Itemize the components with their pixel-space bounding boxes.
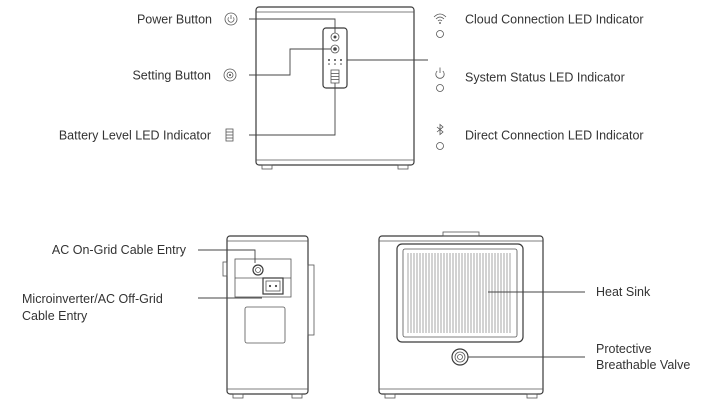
heat-sink	[396, 243, 524, 343]
battery-led-label: Battery Level LED Indicator	[59, 129, 211, 143]
side-foot-left	[232, 393, 244, 399]
ac-on-grid-leader	[198, 249, 256, 263]
back-foot-right	[526, 393, 538, 399]
battery-led-leader	[249, 83, 336, 136]
back-view-body	[378, 235, 544, 395]
side-view-body	[226, 235, 309, 395]
panel-status-leds	[328, 59, 342, 65]
power-button-leader	[249, 18, 336, 33]
battery-icon	[225, 128, 234, 142]
power-icon	[435, 67, 445, 79]
cloud-led-dot	[436, 30, 444, 38]
valve-label-line2: Breathable Valve	[596, 358, 690, 372]
side-view	[198, 235, 315, 399]
panel-power-button[interactable]	[330, 32, 340, 42]
front-view	[249, 6, 428, 170]
breathable-valve	[451, 348, 469, 366]
power-button-label: Power Button	[137, 13, 212, 27]
gear-icon	[223, 68, 237, 82]
back-foot-left	[384, 393, 396, 399]
side-foot-right	[291, 393, 303, 399]
heat-sink-label: Heat Sink	[596, 285, 651, 299]
front-foot-right	[397, 164, 409, 170]
setting-button-leader	[249, 48, 331, 76]
valve-label-line1: Protective	[596, 342, 652, 356]
panel-setting-button[interactable]	[330, 44, 340, 54]
system-led-label: System Status LED Indicator	[465, 71, 625, 85]
microinverter-port[interactable]	[262, 277, 284, 295]
power-icon	[224, 12, 238, 26]
microinverter-label-line2: Cable Entry	[22, 309, 88, 323]
back-view	[378, 231, 585, 399]
back-top-grip	[442, 231, 480, 237]
microinverter-label-line1: Microinverter/AC Off-Grid	[22, 292, 163, 306]
direct-led-dot	[436, 142, 444, 150]
heat-sink-fins	[407, 253, 511, 333]
setting-button-label: Setting Button	[132, 69, 211, 83]
panel-battery-leds	[330, 69, 340, 84]
wifi-icon	[433, 13, 447, 24]
cloud-led-label: Cloud Connection LED Indicator	[465, 13, 644, 27]
ac-on-grid-label: AC On-Grid Cable Entry	[52, 243, 187, 257]
front-view-body	[255, 6, 415, 166]
side-lower-panel	[244, 306, 286, 344]
system-led-dot	[436, 84, 444, 92]
front-foot-left	[261, 164, 273, 170]
ac-on-grid-port[interactable]	[252, 264, 264, 276]
bluetooth-icon	[436, 123, 444, 136]
side-left-clip	[222, 261, 228, 277]
side-handle	[307, 264, 315, 336]
direct-led-label: Direct Connection LED Indicator	[465, 129, 644, 143]
